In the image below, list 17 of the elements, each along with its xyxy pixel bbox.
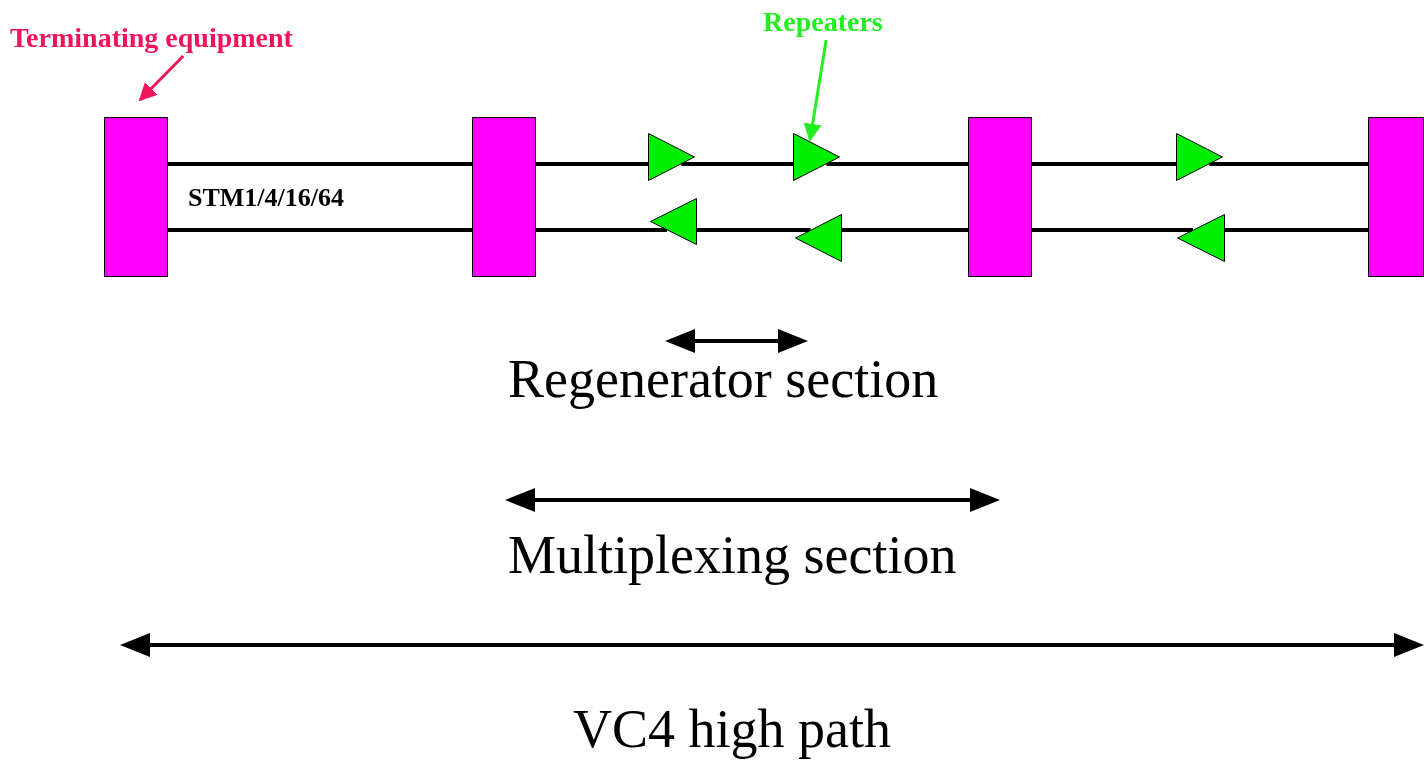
transmission-line xyxy=(1209,162,1368,166)
transmission-line xyxy=(826,162,968,166)
transmission-line xyxy=(697,228,811,232)
leader-line xyxy=(138,54,185,102)
leader-line xyxy=(803,39,828,142)
transmission-line xyxy=(536,228,667,232)
transmission-line xyxy=(536,162,648,166)
transmission-line xyxy=(168,228,472,232)
transmission-line xyxy=(1225,228,1368,232)
transmission-line xyxy=(842,228,968,232)
transmission-line xyxy=(681,162,793,166)
callout-label: Repeaters xyxy=(763,8,883,36)
station-label: STM1/4/16/64 xyxy=(188,185,344,211)
transmission-line xyxy=(1032,162,1176,166)
transmission-line xyxy=(168,162,472,166)
transmission-line xyxy=(1032,228,1193,232)
callout-label: Terminating equipment xyxy=(10,24,293,52)
